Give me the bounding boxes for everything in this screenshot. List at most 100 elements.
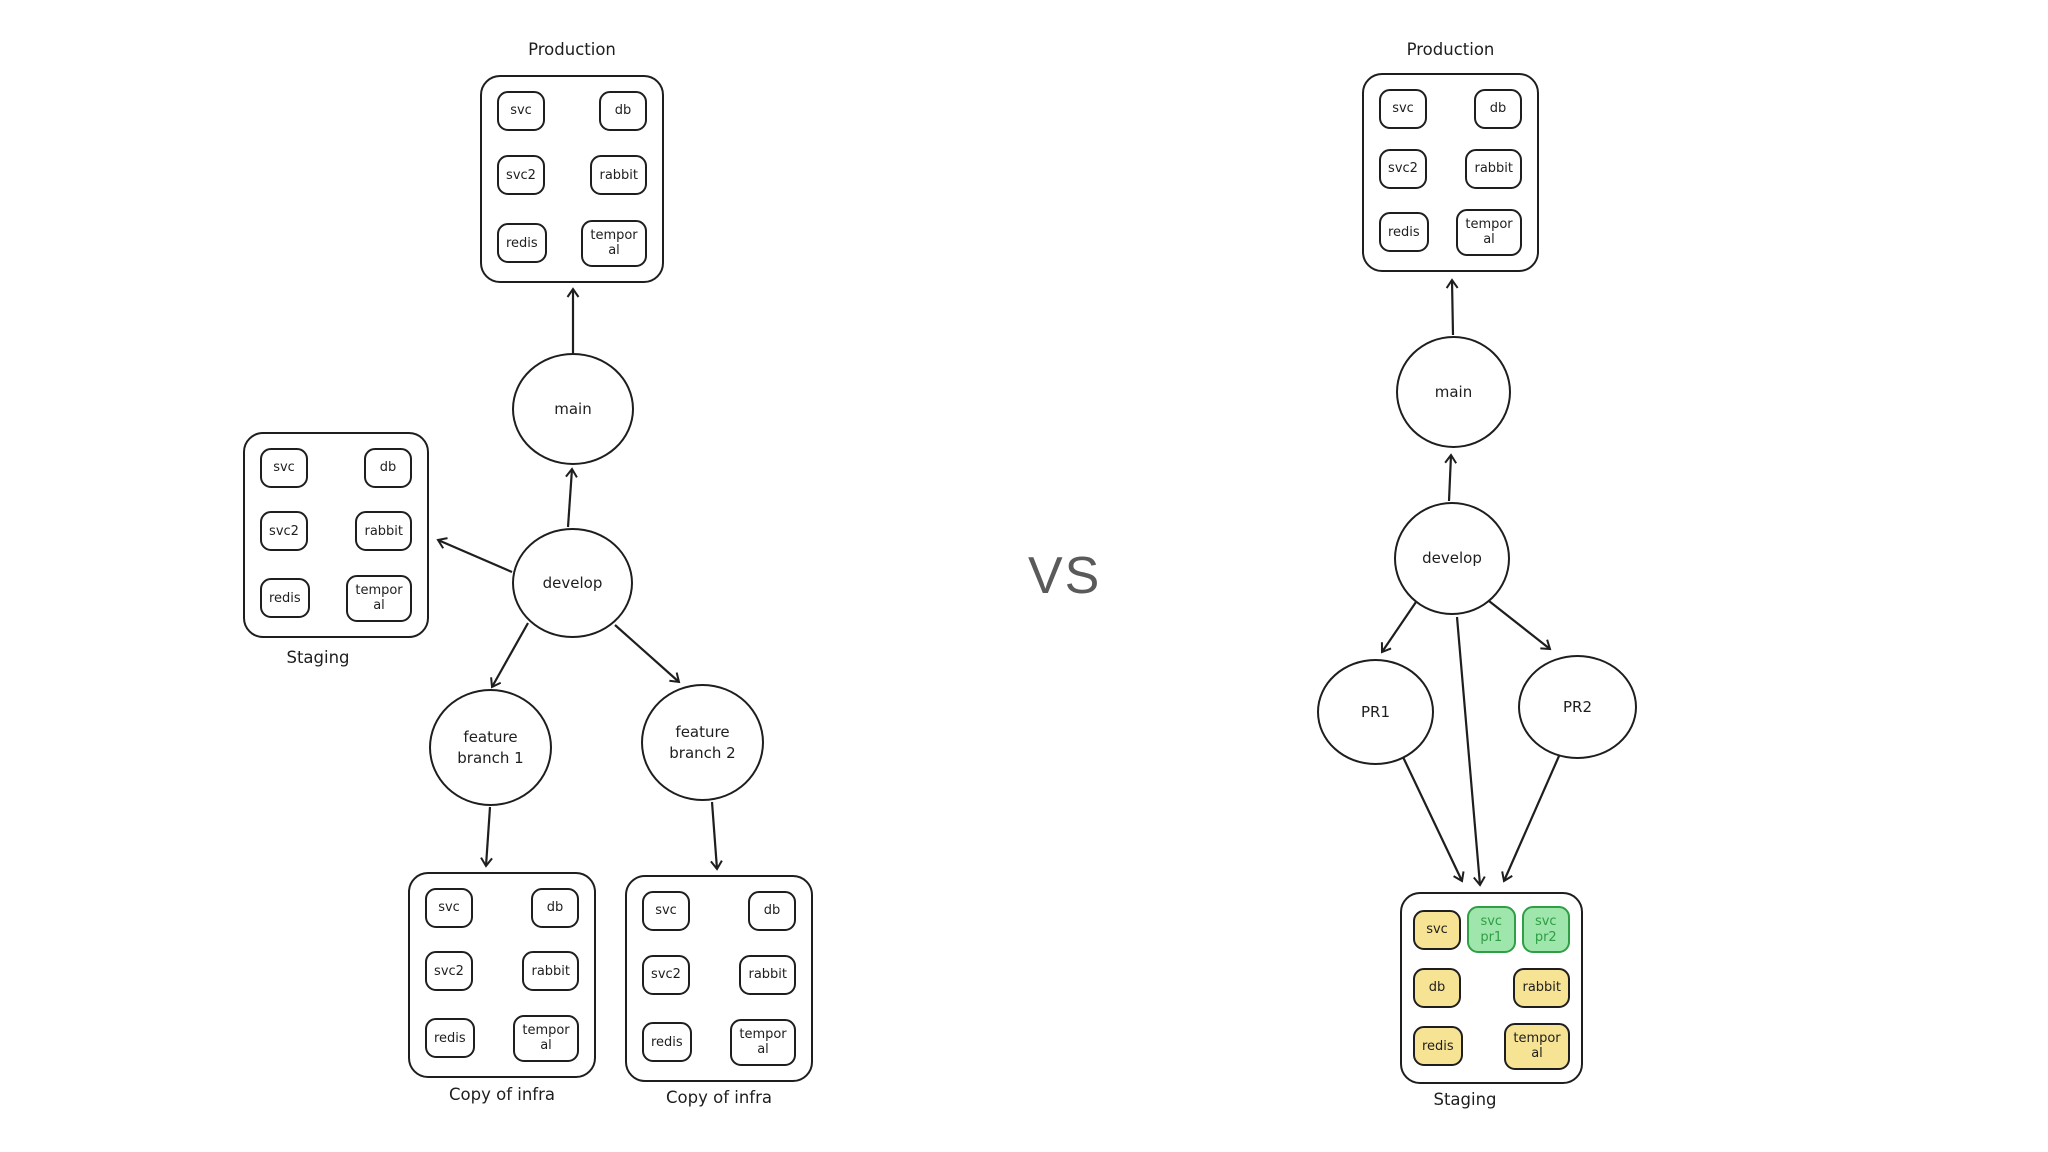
left-production-services: svc db svc2 rabbit redis temporal (482, 77, 662, 281)
arrow-left-develop-to-feature2 (614, 624, 681, 684)
service-box-svc: svc (1379, 89, 1427, 129)
branch-label: PR2 (1562, 697, 1592, 716)
service-box-redis: redis (260, 578, 310, 619)
branch-node-right-pr1: PR1 (1317, 659, 1434, 765)
branch-node-right-pr2: PR2 (1518, 655, 1637, 759)
service-box-svc: svc (1413, 909, 1461, 950)
branch-label: develop (1422, 549, 1482, 568)
arrow-right-main-to-production (1445, 278, 1459, 336)
branch-label: feature branch 2 (669, 723, 736, 762)
service-box-svc-pr2: svc pr2 (1521, 906, 1570, 954)
service-row: svc db (425, 888, 579, 928)
service-row: svc2 rabbit (425, 951, 579, 992)
service-box-svc2: svc2 (642, 954, 690, 995)
service-box-redis: redis (425, 1018, 475, 1059)
arrow-right-develop-to-main (1444, 453, 1457, 502)
arrow-left-feature2-to-infra2 (710, 801, 723, 871)
right-staging-title: Staging (1433, 1090, 1497, 1109)
service-row: svc db (260, 448, 412, 488)
service-box-rabbit: rabbit (590, 155, 647, 196)
service-box-temporal: temporal (513, 1014, 579, 1062)
service-row: svc db (642, 891, 796, 931)
service-row: db rabbit (1413, 968, 1570, 1008)
arrow-right-develop-to-pr1 (1380, 601, 1417, 654)
arrow-right-develop-to-pr2 (1488, 600, 1552, 651)
branch-node-left-main: main (512, 353, 634, 465)
branch-label: develop (542, 573, 603, 592)
service-row: redis temporal (425, 1014, 579, 1062)
branch-label: main (1434, 382, 1473, 401)
left-staging-title: Staging (286, 648, 350, 667)
arrow-right-develop-to-staging (1455, 616, 1486, 887)
branch-node-left-feature1: feature branch 1 (429, 689, 552, 806)
service-box-rabbit: rabbit (739, 954, 796, 995)
service-box-svc: svc (425, 888, 473, 928)
branch-node-right-main: main (1396, 336, 1511, 448)
service-box-rabbit: rabbit (355, 511, 412, 552)
service-box-rabbit: rabbit (522, 951, 579, 992)
service-box-db: db (1474, 89, 1522, 129)
service-row: svc2 rabbit (1379, 148, 1522, 189)
left-infra1-title: Copy of infra (449, 1085, 555, 1104)
service-box-rabbit: rabbit (1465, 148, 1522, 189)
right-production-services: svc db svc2 rabbit redis temporal (1364, 75, 1537, 270)
service-box-svc: svc (642, 891, 690, 931)
service-box-temporal: temporal (581, 219, 647, 267)
service-box-temporal: temporal (1456, 208, 1522, 256)
branch-node-left-develop: develop (512, 528, 633, 638)
service-row: svc2 rabbit (642, 954, 796, 995)
service-box-temporal: temporal (730, 1018, 796, 1066)
service-box-rabbit: rabbit (1513, 968, 1570, 1008)
vs-label: VS (1028, 547, 1102, 605)
branch-node-right-develop: develop (1394, 502, 1510, 615)
left-production-title: Production (528, 40, 616, 59)
service-row: redis temporal (497, 219, 647, 267)
arrow-left-feature1-to-infra1 (480, 806, 493, 868)
branch-label: feature branch 1 (457, 728, 524, 767)
service-box-temporal: temporal (1504, 1022, 1570, 1070)
branch-label: PR1 (1360, 702, 1390, 721)
service-box-svc2: svc2 (260, 511, 308, 552)
service-row: svc db (1379, 89, 1522, 129)
service-box-svc: svc (260, 448, 308, 488)
service-box-redis: redis (497, 223, 547, 264)
service-box-svc: svc (497, 91, 545, 131)
left-staging-box: svc db svc2 rabbit redis temporal (243, 432, 429, 638)
left-infra2-title: Copy of infra (666, 1088, 772, 1107)
service-box-db: db (748, 891, 796, 931)
service-box-svc2: svc2 (1379, 148, 1427, 189)
service-row: redis temporal (1413, 1022, 1570, 1070)
left-infra1-box: svc db svc2 rabbit redis temporal (408, 872, 596, 1078)
left-infra1-services: svc db svc2 rabbit redis temporal (410, 874, 594, 1076)
service-row: svc db (497, 91, 647, 131)
service-row: redis temporal (260, 574, 412, 622)
left-staging-services: svc db svc2 rabbit redis temporal (245, 434, 427, 636)
arrow-left-develop-to-staging (436, 537, 513, 574)
service-row: svc2 rabbit (497, 155, 647, 196)
service-box-db: db (599, 91, 647, 131)
service-box-db: db (364, 448, 412, 488)
branch-node-left-feature2: feature branch 2 (641, 684, 764, 801)
service-box-db: db (531, 888, 579, 928)
branch-label: main (554, 399, 592, 418)
arrow-left-develop-to-feature1 (490, 622, 529, 689)
right-production-box: svc db svc2 rabbit redis temporal (1362, 73, 1539, 272)
service-box-db: db (1413, 968, 1461, 1008)
service-row: svc2 rabbit (260, 511, 412, 552)
service-row: redis temporal (1379, 208, 1522, 256)
service-box-svc-pr1: svc pr1 (1467, 906, 1516, 954)
service-box-redis: redis (1413, 1026, 1463, 1067)
service-box-redis: redis (1379, 212, 1429, 253)
service-box-temporal: temporal (346, 574, 412, 622)
service-box-svc2: svc2 (497, 155, 545, 196)
right-production-title: Production (1406, 40, 1495, 59)
arrow-left-develop-to-main (565, 467, 578, 528)
service-box-svc2: svc2 (425, 951, 473, 992)
arrow-right-pr2-to-staging (1501, 755, 1561, 883)
